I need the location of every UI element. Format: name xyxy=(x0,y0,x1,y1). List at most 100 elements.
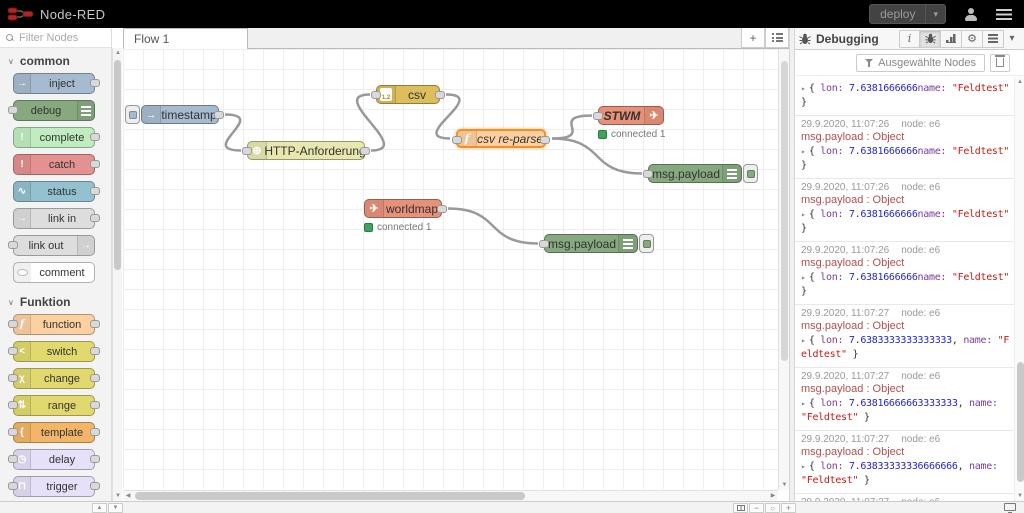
input-port[interactable] xyxy=(8,347,18,355)
collapse-triangle-icon[interactable]: ▸ xyxy=(801,84,806,93)
debug-msg-row[interactable]: ▸{ lon: 7.6381666666name: "Feldtest" } xyxy=(801,145,1010,173)
canvas-vscroll-thumb[interactable] xyxy=(780,61,788,361)
flow-node-stwm[interactable]: ✈STWM xyxy=(593,106,664,125)
menu-icon[interactable] xyxy=(996,8,1012,20)
output-port[interactable] xyxy=(90,214,100,222)
add-flow-button[interactable]: + xyxy=(741,28,765,48)
debug-tool-bug[interactable] xyxy=(920,29,941,48)
input-port[interactable] xyxy=(8,455,18,463)
wire-csvrp-to-mp1[interactable] xyxy=(551,137,643,175)
debug-tool-chart[interactable] xyxy=(941,29,962,48)
input-port[interactable] xyxy=(452,136,462,144)
zoom-in-button[interactable]: + xyxy=(781,503,796,513)
debug-tool-gear[interactable]: ⚙ xyxy=(962,29,983,48)
deploy-button[interactable]: deploy ▾ xyxy=(869,4,946,24)
palette-node-link-out[interactable]: →link out xyxy=(8,235,95,256)
palette-node-trigger[interactable]: ⊓trigger xyxy=(8,476,100,497)
display-icon[interactable] xyxy=(1004,503,1016,513)
input-port[interactable] xyxy=(593,112,603,120)
debug-scrollbar[interactable]: ▲ ▼ xyxy=(1014,77,1024,501)
collapse-triangle-icon[interactable]: ▸ xyxy=(801,210,806,219)
output-port[interactable] xyxy=(90,428,100,436)
output-port[interactable] xyxy=(90,133,100,141)
wire-csvrp-to-stwm[interactable] xyxy=(551,114,593,140)
debug-msg-row[interactable]: ▸{ lon: 7.6381666666name: "Feldtest" } xyxy=(801,271,1010,299)
output-port[interactable] xyxy=(214,111,224,119)
flow-node-worldmap[interactable]: ✈worldmap xyxy=(364,199,447,218)
input-port[interactable] xyxy=(8,482,18,490)
navigator-button[interactable] xyxy=(733,503,748,513)
flow-node-mp2[interactable]: msg.payload xyxy=(539,234,654,253)
scroll-up-icon[interactable]: ▲ xyxy=(1017,79,1023,85)
output-port[interactable] xyxy=(90,482,100,490)
canvas-horizontal-scrollbar[interactable]: ◀ ▶ xyxy=(123,490,778,501)
debug-scroll-thumb[interactable] xyxy=(1016,362,1024,482)
debug-msg-row[interactable]: ▸{ lon: 7.6381666666name: "Feldtest" } xyxy=(801,82,1010,110)
output-port[interactable] xyxy=(90,374,100,382)
output-port[interactable] xyxy=(360,147,370,155)
palette-category-common[interactable]: ∨common xyxy=(0,48,111,73)
clear-messages-button[interactable] xyxy=(990,53,1010,72)
palette-scroll-thumb[interactable] xyxy=(114,60,121,270)
output-port[interactable] xyxy=(90,347,100,355)
scroll-down-icon[interactable]: ▼ xyxy=(1017,493,1023,499)
palette-search-input[interactable]: Filter Nodes xyxy=(0,28,111,48)
input-port[interactable] xyxy=(8,320,18,328)
collapse-triangle-icon[interactable]: ▸ xyxy=(801,462,806,471)
palette-scrollbar[interactable]: ▲ ▼ xyxy=(112,48,122,501)
zoom-reset-button[interactable]: ○ xyxy=(765,503,780,513)
tab-flow-1[interactable]: Flow 1 xyxy=(123,28,248,49)
user-icon[interactable] xyxy=(964,7,978,21)
zoom-out-button[interactable]: − xyxy=(749,503,764,513)
debug-msg-row[interactable]: ▸{ lon: 7.63833333336666666, name: "Feld… xyxy=(801,460,1010,488)
palette-node-status[interactable]: ∿status xyxy=(13,181,100,202)
collapse-triangle-icon[interactable]: ▸ xyxy=(801,336,806,345)
wire-worldmap-to-mp2[interactable] xyxy=(447,207,539,245)
palette-node-catch[interactable]: !catch xyxy=(13,154,100,175)
debug-tool-info[interactable]: i xyxy=(899,29,920,48)
output-port[interactable] xyxy=(90,79,100,87)
debug-toggle-button[interactable] xyxy=(743,164,758,183)
collapse-triangle-icon[interactable]: ▸ xyxy=(801,147,806,156)
palette-node-complete[interactable]: !complete xyxy=(13,127,100,148)
debug-tool-db[interactable] xyxy=(983,29,1004,48)
output-port[interactable] xyxy=(90,455,100,463)
output-port[interactable] xyxy=(435,91,445,99)
palette-category-Funktion[interactable]: ∨Funktion xyxy=(0,289,111,314)
output-port[interactable] xyxy=(90,401,100,409)
debug-msg-row[interactable]: ▸{ lon: 7.6381666666name: "Feldtest" } xyxy=(801,208,1010,236)
wire-http-to-csv[interactable] xyxy=(355,93,386,152)
scroll-left-icon[interactable]: ◀ xyxy=(125,493,131,499)
flow-node-mp1[interactable]: msg.payload xyxy=(643,164,758,183)
chevron-down-icon[interactable]: ▾ xyxy=(925,5,945,23)
palette-scroll-down-button[interactable]: ▼ xyxy=(108,503,123,513)
input-port[interactable] xyxy=(8,241,18,249)
wire-csv-to-csvrp[interactable] xyxy=(435,93,461,140)
output-port[interactable] xyxy=(90,320,100,328)
scroll-up-icon[interactable]: ▲ xyxy=(115,50,121,56)
canvas-vertical-scrollbar[interactable]: ▼ xyxy=(778,49,789,490)
output-port[interactable] xyxy=(90,187,100,195)
palette-scroll-up-button[interactable]: ▲ xyxy=(92,503,107,513)
palette-node-template[interactable]: {template xyxy=(8,422,100,443)
debug-msg-row[interactable]: ▸{ lon: 7.63816666663333333, name: "Feld… xyxy=(801,397,1010,425)
flow-node-http[interactable]: ⊕HTTP-Anforderung xyxy=(242,141,370,160)
canvas-hscroll-thumb[interactable] xyxy=(135,492,525,500)
palette-node-link-in[interactable]: →link in xyxy=(13,208,100,229)
inject-button[interactable] xyxy=(125,105,140,124)
input-port[interactable] xyxy=(8,106,18,114)
input-port[interactable] xyxy=(371,91,381,99)
input-port[interactable] xyxy=(242,147,252,155)
flow-node-timestamp[interactable]: →timestamp xyxy=(125,105,224,124)
debug-msg-row[interactable]: ▸{ lon: 7.6383333333333333, name: "Feldt… xyxy=(801,334,1010,362)
scroll-right-icon[interactable]: ▶ xyxy=(770,493,776,499)
input-port[interactable] xyxy=(8,374,18,382)
output-port[interactable] xyxy=(90,160,100,168)
collapse-triangle-icon[interactable]: ▸ xyxy=(801,399,806,408)
palette-node-debug[interactable]: debug xyxy=(8,100,95,121)
